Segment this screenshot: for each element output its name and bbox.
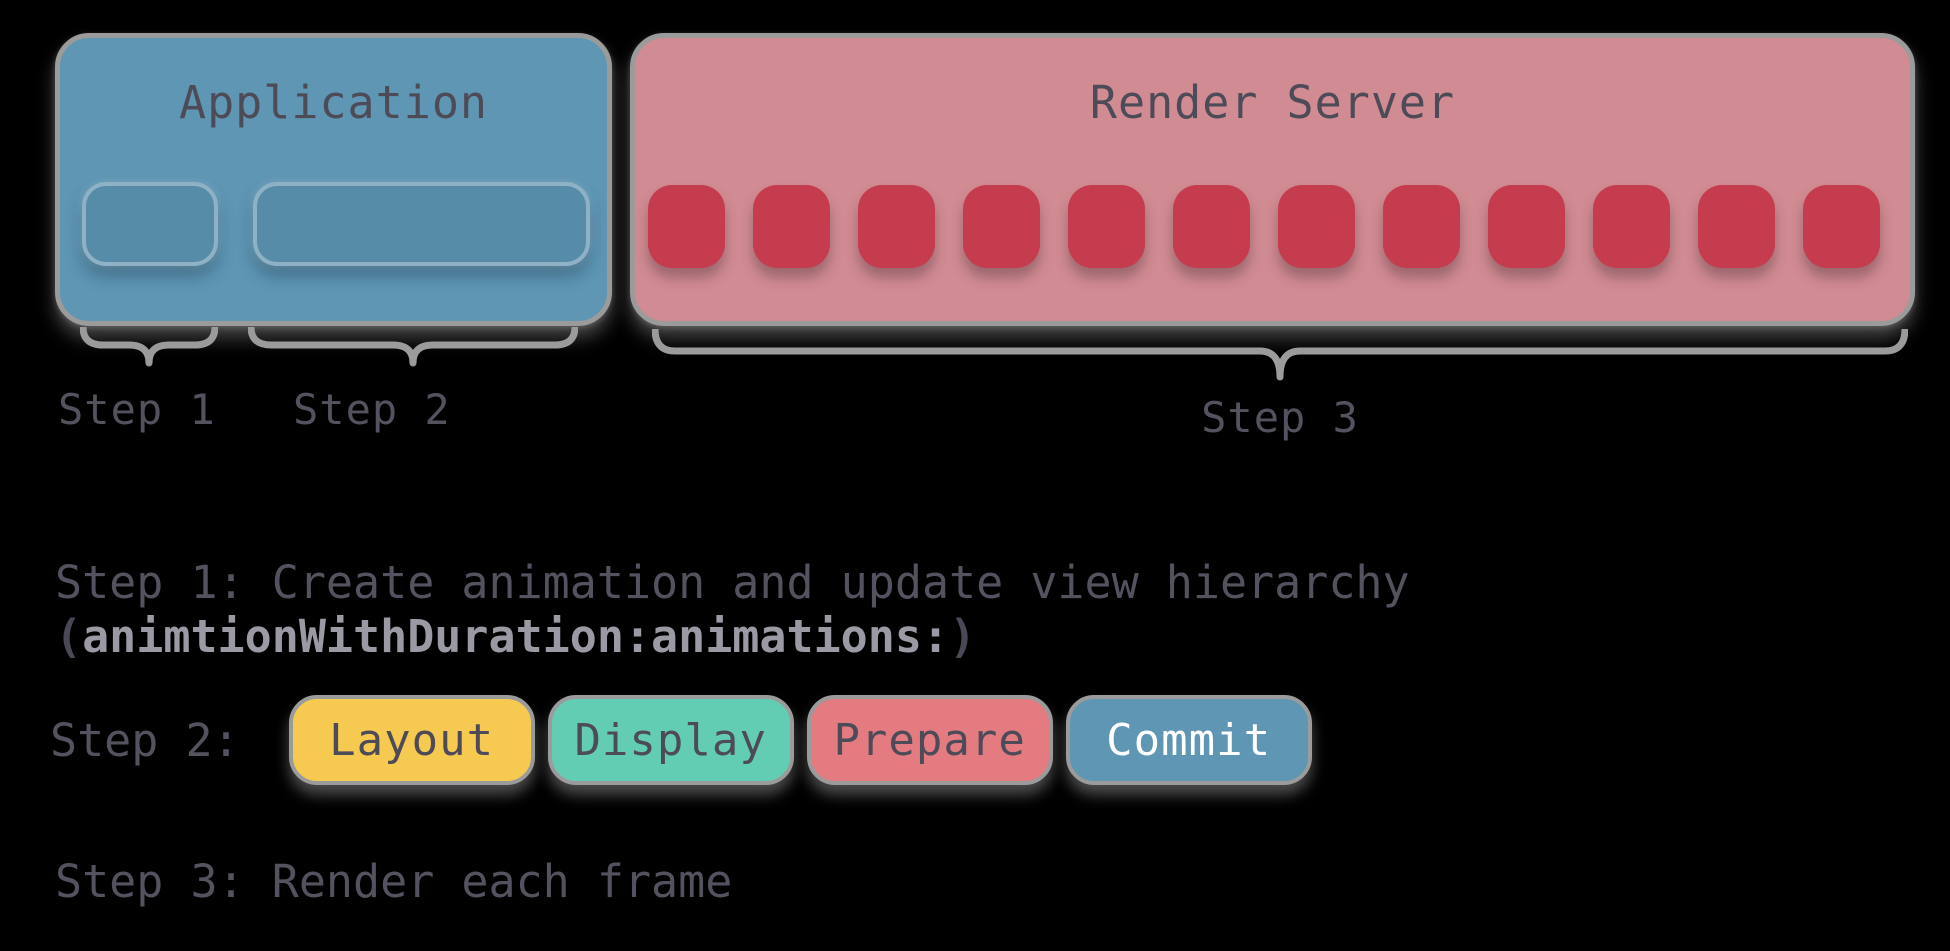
application-inner-box-1 bbox=[82, 182, 218, 266]
frame-box bbox=[1068, 185, 1145, 268]
step1-paren-open: ( bbox=[55, 610, 83, 663]
frame-box bbox=[1803, 185, 1880, 268]
step2-note-row: Step 2: Layout Display Prepare Commit bbox=[50, 695, 1312, 785]
phase-pill-prepare: Prepare bbox=[806, 695, 1053, 785]
phase-pill-label: Layout bbox=[329, 714, 495, 766]
step3-brace bbox=[652, 328, 1908, 381]
step2-note-label: Step 2: bbox=[50, 713, 240, 767]
application-title: Application bbox=[178, 76, 488, 129]
phase-pill-layout: Layout bbox=[288, 695, 535, 785]
step2-brace bbox=[248, 326, 578, 367]
frame-box bbox=[648, 185, 725, 268]
step1-brace-path bbox=[80, 326, 218, 367]
frame-box bbox=[1593, 185, 1670, 268]
step2-label: Step 2 bbox=[293, 385, 451, 434]
phase-row: Layout Display Prepare Commit bbox=[288, 695, 1312, 785]
step1-label: Step 1 bbox=[58, 385, 216, 434]
application-box: Application bbox=[55, 33, 612, 326]
frame-box bbox=[753, 185, 830, 268]
step2-brace-path bbox=[248, 326, 578, 367]
step1-brace bbox=[80, 326, 218, 367]
frame-row bbox=[648, 185, 1880, 268]
step1-code-line: (animtionWithDuration:animations:) bbox=[55, 610, 976, 663]
frame-box bbox=[963, 185, 1040, 268]
phase-pill-label: Commit bbox=[1106, 714, 1272, 766]
step1-note: Step 1: Create animation and update view… bbox=[55, 556, 1410, 609]
frame-box bbox=[1173, 185, 1250, 268]
step3-label: Step 3 bbox=[1201, 393, 1359, 442]
render-server-title: Render Server bbox=[1089, 76, 1456, 129]
phase-pill-commit: Commit bbox=[1065, 695, 1312, 785]
phase-pill-label: Display bbox=[574, 714, 767, 766]
step1-code: animtionWithDuration:animations: bbox=[82, 610, 950, 663]
frame-box bbox=[1488, 185, 1565, 268]
step3-note: Step 3: Render each frame bbox=[55, 855, 733, 908]
frame-box bbox=[858, 185, 935, 268]
frame-box bbox=[1278, 185, 1355, 268]
phase-pill-label: Prepare bbox=[833, 714, 1026, 766]
phase-pill-display: Display bbox=[547, 695, 794, 785]
application-inner-box-2 bbox=[253, 182, 590, 266]
step3-brace-path bbox=[652, 328, 1908, 381]
frame-box bbox=[1698, 185, 1775, 268]
render-server-box: Render Server bbox=[630, 33, 1915, 326]
step1-paren-close: ) bbox=[949, 610, 977, 663]
frame-box bbox=[1383, 185, 1460, 268]
